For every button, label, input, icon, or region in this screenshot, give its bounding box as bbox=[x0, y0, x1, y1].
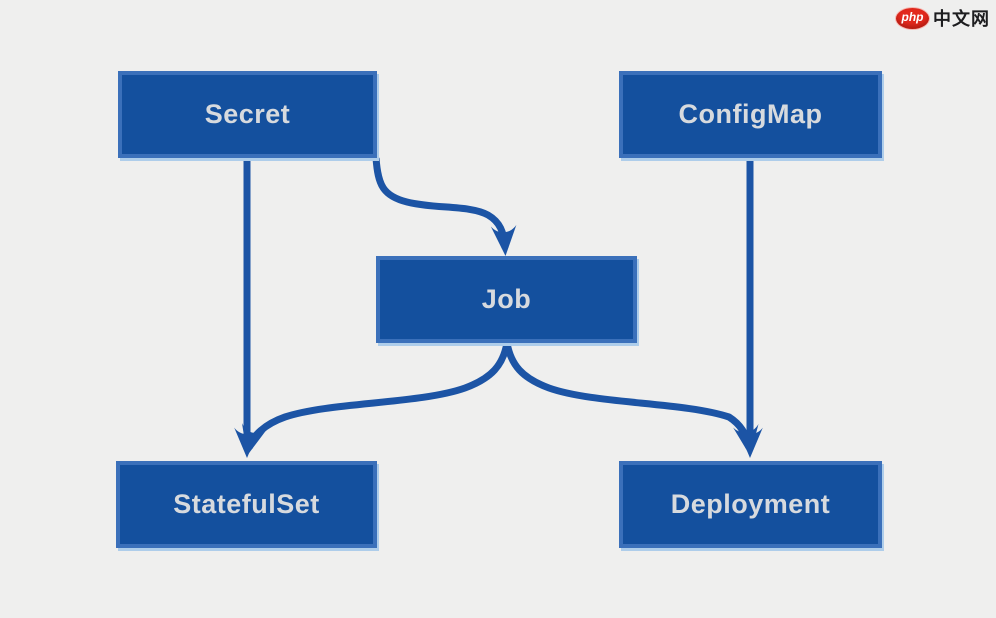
edge-secret-to-job bbox=[372, 157, 517, 256]
node-job-label: Job bbox=[481, 284, 532, 314]
node-deployment: Deployment bbox=[619, 461, 882, 548]
node-statefulset-label: StatefulSet bbox=[173, 489, 320, 519]
node-configmap-label: ConfigMap bbox=[678, 99, 823, 129]
site-name-text: 中文网 bbox=[933, 9, 990, 29]
php-logo-text: php bbox=[901, 10, 924, 24]
node-configmap: ConfigMap bbox=[619, 71, 882, 158]
node-secret-label: Secret bbox=[204, 99, 291, 129]
edge-job-to-deployment bbox=[503, 342, 759, 456]
node-job: Job bbox=[376, 256, 637, 343]
node-deployment-label: Deployment bbox=[670, 489, 831, 519]
php-logo-badge: php bbox=[895, 6, 930, 30]
node-statefulset: StatefulSet bbox=[116, 461, 377, 548]
node-secret: Secret bbox=[118, 71, 377, 158]
edge-job-to-statefulset bbox=[242, 342, 511, 456]
php-cn-watermark: php 中文网 bbox=[895, 5, 990, 31]
